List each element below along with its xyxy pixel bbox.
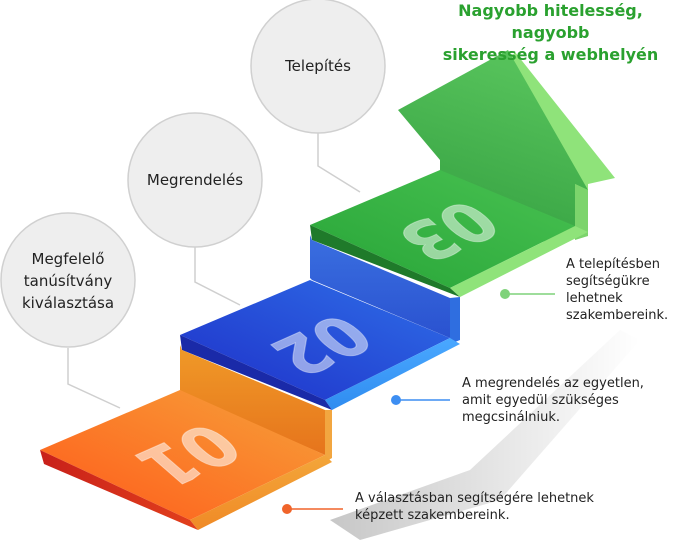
- step-1-description: A választásban segítségére lehetnek képz…: [355, 490, 645, 524]
- step-3-right: [450, 226, 588, 297]
- step-1-circle-line-1: Megfelelő: [32, 250, 105, 268]
- step-3-description: A telepítésben segítségükre lehetnek sza…: [566, 256, 684, 324]
- headline-line-2: sikeresség a webhelyén: [442, 45, 659, 64]
- pointer-dot-1: [282, 504, 292, 514]
- step-2-circle-label: Megrendelés: [147, 171, 243, 189]
- step-1-top: [40, 390, 325, 520]
- step-1-description-line-2: képzett szakembereink.: [355, 508, 510, 523]
- step-1-circle-line-2: tanúsítvány: [24, 272, 113, 290]
- pointer-dot-2: [391, 395, 401, 405]
- step-1-circle-line-3: kiválasztása: [22, 294, 114, 312]
- step-3-description-line-2: segítségükre: [566, 274, 650, 289]
- step-3-description-line-1: A telepítésben: [566, 257, 660, 272]
- arrow-right-face: [575, 184, 588, 240]
- step-3-circle-label: Telepítés: [284, 57, 351, 75]
- step-2-top: [180, 280, 450, 400]
- step-3-circle: [250, 0, 386, 134]
- step-3-description-line-3: lehetnek: [566, 291, 623, 306]
- connector-line-3: [317, 128, 361, 193]
- step-2-circle: [127, 112, 263, 248]
- step-3-description-line-4: szakembereink.: [566, 308, 669, 323]
- step-3-front: [310, 225, 460, 297]
- step-2-right: [325, 338, 460, 410]
- step-2-description-line-2: amit egyedül szükséges: [462, 393, 619, 408]
- step-1-description-line-1: A választásban segítségére lehetnek: [355, 491, 594, 506]
- step-1-right: [190, 455, 332, 530]
- headline: Nagyobb hitelesség, nagyobb sikeresség a…: [418, 0, 683, 66]
- step-2-description: A megrendelés az egyetlen, amit egyedül …: [462, 375, 672, 426]
- step-2-front: [180, 335, 332, 410]
- step-2-description-line-1: A megrendelés az egyetlen,: [462, 376, 644, 391]
- step-1-riser-right: [325, 410, 332, 462]
- step-2-riser: [310, 235, 450, 338]
- pointer-dot-3: [500, 289, 510, 299]
- step-1-front: [40, 450, 198, 530]
- connector-line-2: [194, 245, 241, 306]
- connector-line-1: [67, 348, 121, 409]
- step-2-description-line-3: megcsinálniuk.: [462, 410, 561, 425]
- step-1-circle: [0, 212, 136, 348]
- steps-shadow: [330, 330, 640, 540]
- step-3-top: [310, 170, 575, 288]
- headline-line-1: Nagyobb hitelesség, nagyobb: [458, 1, 643, 42]
- step-2-riser-right: [450, 297, 460, 344]
- step-1-riser: [180, 345, 325, 455]
